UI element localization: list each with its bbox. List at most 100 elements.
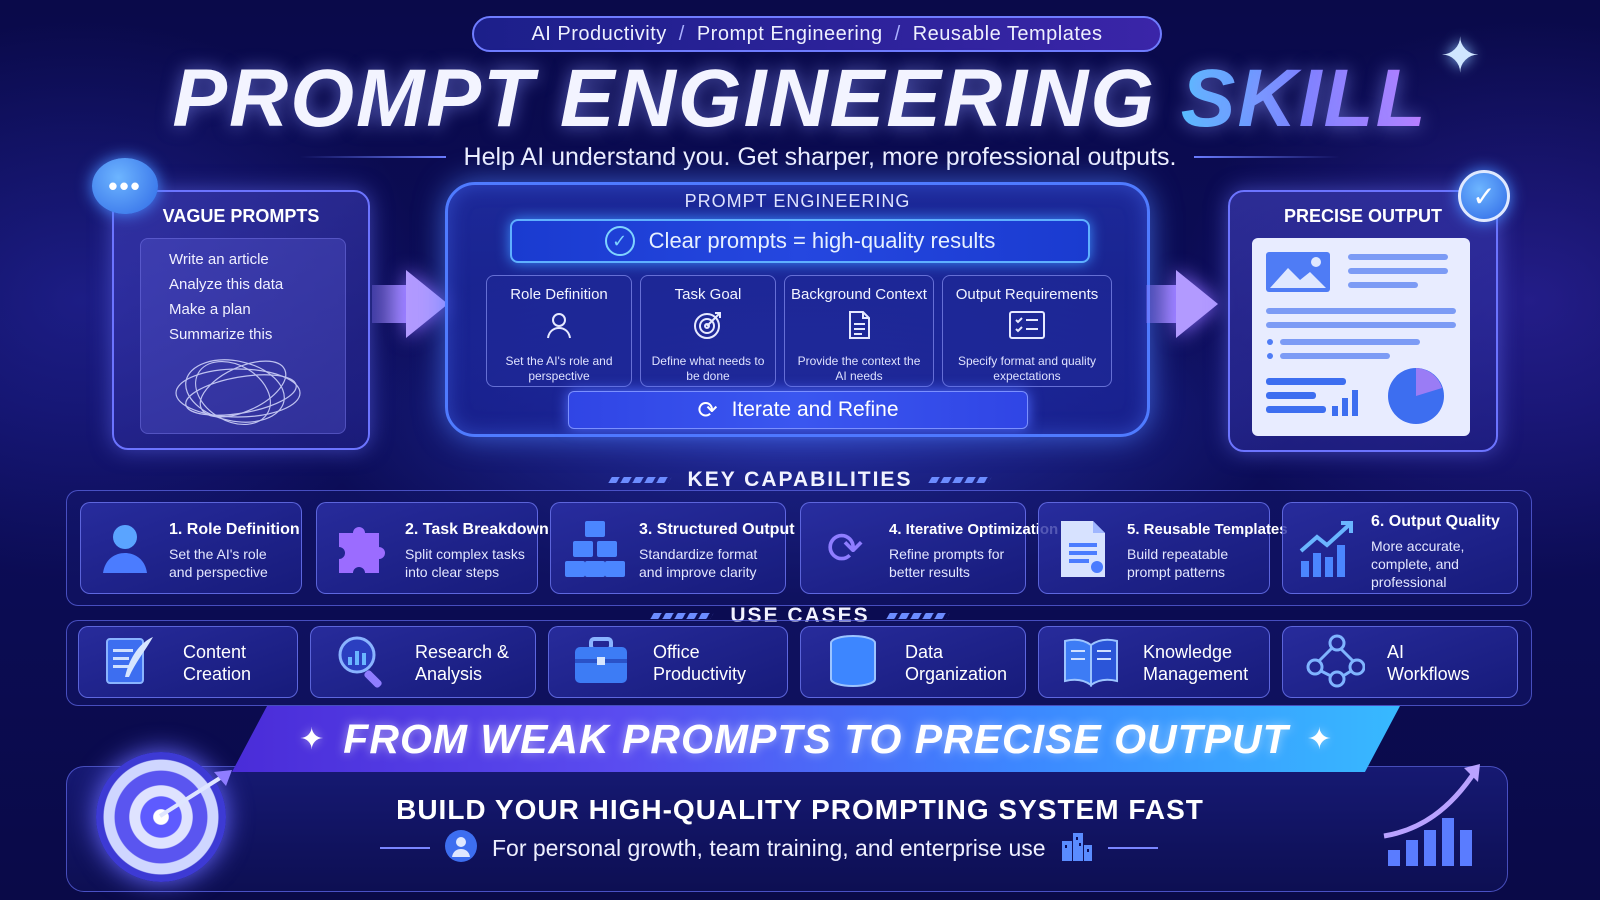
step-output-requirements: Output Requirements Specify format and q… [942, 275, 1112, 387]
vague-prompts-list: Write an article Analyze this data Make … [140, 238, 346, 434]
heading-dash [885, 613, 950, 620]
capability-card: 6. Output Quality More accurate, complet… [1282, 502, 1518, 594]
puzzle-icon [329, 517, 393, 581]
step-title: Task Goal [674, 286, 742, 303]
target-icon [641, 309, 775, 348]
use-cases-heading: USE CASES [0, 604, 1600, 628]
arrow-right-icon [1176, 270, 1218, 338]
flow-arrow-right [1146, 270, 1218, 338]
pill-separator: / [678, 22, 685, 45]
arrow-dart-icon [158, 770, 232, 818]
divider [380, 847, 430, 849]
use-case-card: Data Organization [800, 626, 1026, 698]
capability-card: 1. Role Definition Set the AI's role and… [80, 502, 302, 594]
tagline-text: Clear prompts = high-quality results [648, 228, 996, 253]
step-desc: Set the AI's role and perspective [505, 354, 613, 383]
heading-dash [650, 613, 715, 620]
capability-card: ⟳ 4. Iterative Optimization Refine promp… [800, 502, 1058, 594]
use-case-card: Office Productivity [548, 626, 788, 698]
divider [1194, 156, 1341, 158]
scribble-icon [175, 359, 301, 426]
list-item: Analyze this data [169, 276, 284, 293]
divider [300, 156, 446, 158]
iterate-refine-bar: ⟳ Iterate and Refine [568, 391, 1028, 429]
bottom-title: BUILD YOUR HIGH-QUALITY PROMPTING SYSTEM… [396, 794, 1204, 825]
pill-item: Reusable Templates [912, 22, 1103, 45]
banner-text: FROM WEAK PROMPTS TO PRECISE OUTPUT [343, 715, 1289, 762]
person-icon [487, 309, 631, 348]
use-case-card: Research & Analysis [310, 626, 536, 698]
capability-card: 3. Structured Output Standardize format … [550, 502, 795, 594]
divider [1107, 847, 1158, 849]
step-desc: Define what needs to be done [651, 354, 765, 383]
chart-up-icon [1295, 517, 1359, 581]
vague-prompts-card: VAGUE PROMPTS Write an article Analyze t… [112, 190, 370, 450]
use-case-label: Content Creation [183, 642, 252, 684]
key-capabilities-heading: KEY CAPABILITIES [0, 468, 1600, 492]
blocks-icon [563, 517, 627, 581]
use-case-label: Research & Analysis [415, 642, 510, 684]
bottom-subtitle: For personal growth, team training, and … [492, 834, 1046, 861]
iterate-label: Iterate and Refine [731, 398, 899, 421]
database-icon [823, 633, 883, 693]
use-case-card: Knowledge Management [1038, 626, 1270, 698]
pill-item: Prompt Engineering [696, 22, 883, 45]
step-desc: Provide the context the AI needs [797, 354, 921, 383]
use-case-card: Content Creation [78, 626, 298, 698]
sparkle-icon: ✦ [1440, 30, 1481, 83]
capability-title: 4. Iterative Optimization [889, 521, 1059, 538]
capability-title: 2. Task Breakdown [405, 521, 549, 538]
capability-desc: More accurate, complete, and professiona… [1371, 538, 1465, 590]
pill-separator: / [894, 22, 901, 45]
vague-prompts-title: VAGUE PROMPTS [162, 206, 320, 226]
step-role-definition: Role Definition Set the AI's role and pe… [486, 275, 632, 387]
growth-chart-icon [1383, 764, 1480, 866]
precise-output-title: PRECISE OUTPUT [1283, 206, 1443, 226]
arrow-shaft [372, 285, 406, 323]
capability-desc: Split complex tasks into clear steps [405, 546, 525, 580]
tagline-bar: ✓ Clear prompts = high-quality results [510, 219, 1090, 263]
quill-icon [101, 633, 161, 693]
workflow-icon [1305, 633, 1366, 693]
capability-desc: Build repeatable prompt patterns [1127, 546, 1229, 580]
pill-item: AI Productivity [531, 22, 667, 45]
check-circle-icon: ✓ [604, 226, 635, 256]
bottom-panel [66, 766, 1508, 892]
use-case-label: Office Productivity [653, 642, 747, 684]
step-desc: Specify format and quality expectations [957, 354, 1097, 383]
heading-dash [607, 477, 672, 484]
chat-bubble-icon: ••• [92, 158, 158, 214]
capability-desc: Refine prompts for better results [889, 546, 1005, 580]
use-case-label: Data Organization [905, 642, 1008, 684]
list-item: Write an article [169, 251, 269, 268]
section-title: KEY CAPABILITIES [687, 468, 913, 491]
template-icon [1051, 517, 1115, 581]
prompt-engineering-panel: PROMPT ENGINEERING ✓ Clear prompts = hig… [445, 182, 1150, 437]
title-main: PROMPT ENGINEERING [172, 53, 1156, 144]
document-icon [785, 309, 933, 348]
banner: ✦ FROM WEAK PROMPTS TO PRECISE OUTPUT ✦ [232, 706, 1400, 772]
subtitle: Help AI understand you. Get sharper, mor… [463, 142, 1177, 171]
capability-title: 6. Output Quality [1371, 513, 1500, 530]
checklist-icon [943, 309, 1111, 348]
briefcase-icon [571, 633, 631, 693]
sparkle-icon: ✦ [1306, 722, 1333, 756]
refresh-icon: ⟳ [826, 524, 864, 573]
precise-output-card: PRECISE OUTPUT [1228, 190, 1498, 452]
list-item: Summarize this [169, 326, 273, 343]
arrow-shaft [1146, 285, 1176, 323]
use-case-card: AI Workflows [1282, 626, 1518, 698]
use-case-label: AI Workflows [1387, 642, 1470, 684]
step-title: Background Context [791, 286, 927, 303]
flow-arrow-left [372, 270, 448, 338]
check-badge-icon: ✓ [1458, 170, 1510, 222]
step-title: Role Definition [510, 286, 608, 303]
use-case-label: Knowledge Management [1143, 642, 1249, 684]
step-title: Output Requirements [955, 286, 1099, 303]
subtitle-row: Help AI understand you. Get sharper, mor… [300, 140, 1341, 174]
refresh-icon: ⟳ [697, 396, 718, 424]
capability-title: 1. Role Definition [169, 521, 300, 538]
page-title: PROMPT ENGINEERING SKILL [0, 52, 1600, 146]
capability-desc: Standardize format and improve clarity [639, 546, 758, 580]
magnifier-icon [333, 633, 393, 693]
